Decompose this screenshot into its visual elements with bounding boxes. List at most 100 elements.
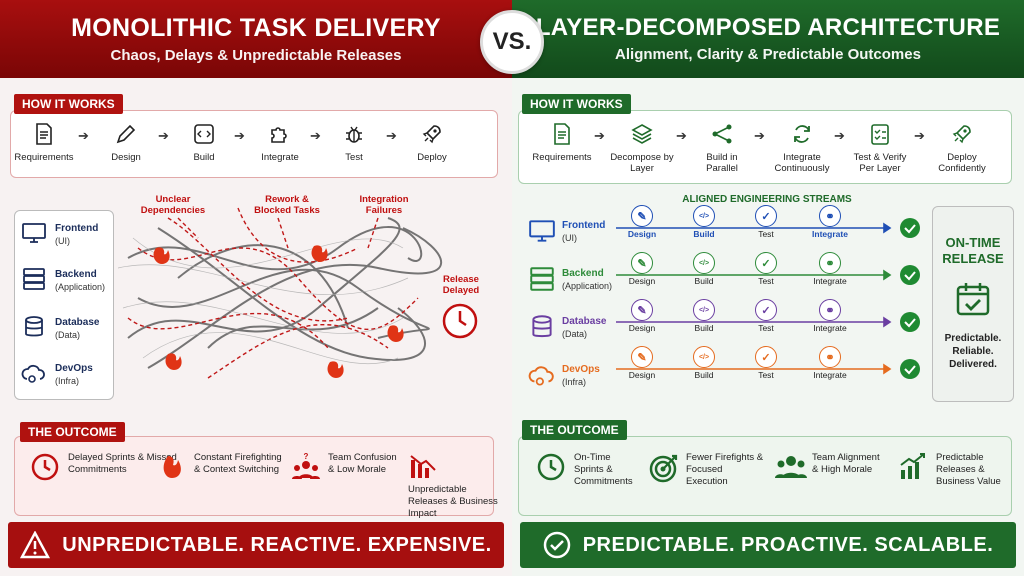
document-icon <box>36 123 52 145</box>
stream-node-design-icon: ✎ <box>631 205 653 227</box>
layer-database: Database(Data) <box>21 311 111 351</box>
right-outcome-box <box>518 436 1012 516</box>
stream-step-label: Build <box>694 370 714 380</box>
fire-icon <box>153 245 404 378</box>
checklist-icon <box>871 124 889 145</box>
issue-unclear-dependencies: Unclear Dependencies <box>140 194 206 216</box>
stream-node-integrate-icon: ⚭ <box>819 252 841 274</box>
arrow-icon: ➔ <box>386 128 397 143</box>
stream-step-label: Design <box>628 276 656 286</box>
svg-text:?: ? <box>304 452 309 461</box>
stream-step-label: Build <box>693 229 715 239</box>
step-test-verify: Test & Verify Per Layer <box>848 122 912 174</box>
stream-step-label: Integrate <box>812 229 848 239</box>
left-subtitle: Chaos, Delays & Unpredictable Releases <box>110 47 402 64</box>
step-test: Test <box>322 122 386 163</box>
stream-step-label: Integrate <box>813 276 847 286</box>
check-circle-icon <box>543 531 570 559</box>
layer-backend: Backend(Application) <box>528 262 618 302</box>
stream-node-build-icon: </> <box>693 205 715 227</box>
stream-step-label: Build <box>694 276 714 286</box>
stream-node-build-icon: </> <box>693 299 715 321</box>
stream-node-test-icon: ✓ <box>755 346 777 368</box>
stream-node-test-icon: ✓ <box>755 252 777 274</box>
stream-node-design-icon: ✎ <box>631 346 653 368</box>
stream-step-label: Design <box>628 323 656 333</box>
stream-step-label: Integrate <box>813 323 847 333</box>
target-icon <box>649 454 678 483</box>
stream-node-test-icon: ✓ <box>755 205 777 227</box>
monitor-icon <box>529 220 555 242</box>
stream-node-build-icon: </> <box>693 252 715 274</box>
arrow-icon: ➔ <box>310 128 321 143</box>
on-time-title: ON-TIME RELEASE <box>942 235 1004 266</box>
clock-icon <box>31 453 59 481</box>
step-deploy: Deploy <box>400 122 464 163</box>
clock-icon <box>537 453 565 481</box>
stream-node-integrate-icon: ⚭ <box>819 299 841 321</box>
stream-node-integrate-icon: ⚭ <box>819 346 841 368</box>
stream-node-integrate-icon: ⚭ <box>819 205 841 227</box>
left-layers-box: Frontend(UI) Backend(Application) Databa… <box>14 210 114 400</box>
step-requirements: Requirements <box>12 122 76 163</box>
right-how-box <box>518 110 1012 184</box>
layer-database: Database(Data) <box>528 310 618 350</box>
step-build: Build <box>172 122 236 163</box>
code-icon <box>194 124 214 144</box>
on-time-sub: Predictable. Reliable. Delivered. <box>944 333 1002 370</box>
cloud-gear-icon <box>528 366 554 386</box>
left-how-label: HOW IT WORKS <box>14 94 123 114</box>
vs-badge: VS. <box>480 10 544 74</box>
branch-icon <box>712 124 732 144</box>
step-deploy: Deploy Confidently <box>930 122 994 174</box>
layer-devops: DevOps(Infra) <box>21 357 111 397</box>
arrow-icon: ➔ <box>754 128 765 143</box>
document-icon <box>554 123 570 145</box>
arrow-icon: ➔ <box>834 128 845 143</box>
streams-title: ALIGNED ENGINEERING STREAMS <box>682 194 852 205</box>
arrow-icon: ➔ <box>158 128 169 143</box>
stream-step-label: Test <box>758 370 774 380</box>
stream-step-label: Integrate <box>813 370 847 380</box>
arrow-icon: ➔ <box>914 128 925 143</box>
right-outcome-label: THE OUTCOME <box>522 420 627 440</box>
layer-frontend: Frontend(UI) <box>528 214 618 254</box>
tangled-dependencies-diagram <box>118 207 478 379</box>
database-icon <box>532 315 552 338</box>
calendar-check-icon <box>956 283 990 316</box>
left-title: MONOLITHIC TASK DELIVERY <box>71 14 441 42</box>
left-outcome-label: THE OUTCOME <box>20 422 125 442</box>
warning-icon <box>20 531 51 559</box>
monitor-icon <box>22 223 46 243</box>
fire-icon <box>163 456 181 478</box>
step-integrate: Integrate <box>248 122 312 163</box>
arrow-icon: ➔ <box>676 128 687 143</box>
server-icon <box>530 267 554 291</box>
right-footer: PREDICTABLE. PROACTIVE. SCALABLE. <box>520 522 1016 568</box>
stream-node-design-icon: ✎ <box>631 299 653 321</box>
layers-icon <box>631 124 653 144</box>
puzzle-icon <box>271 127 287 143</box>
left-footer: UNPREDICTABLE. REACTIVE. EXPENSIVE. <box>8 522 504 568</box>
arrow-icon: ➔ <box>234 128 245 143</box>
refresh-icon <box>794 125 810 143</box>
release-delayed-label: Release Delayed <box>442 274 480 296</box>
right-subtitle: Alignment, Clarity & Predictable Outcome… <box>615 46 921 63</box>
right-how-label: HOW IT WORKS <box>522 94 631 114</box>
monolithic-panel: MONOLITHIC TASK DELIVERY Chaos, Delays &… <box>0 0 512 576</box>
clock-icon <box>442 303 478 339</box>
stream-lines <box>616 218 920 379</box>
arrow-icon: ➔ <box>594 128 605 143</box>
left-how-box <box>10 110 498 178</box>
confused-team-icon: ? <box>292 452 320 479</box>
right-layers-box: Frontend(UI) Backend(Application) Databa… <box>522 206 618 402</box>
step-build-parallel: Build in Parallel <box>690 122 754 174</box>
step-decompose: Decompose by Layer <box>610 122 674 174</box>
chart-down-icon <box>410 455 436 478</box>
layer-backend: Backend(Application) <box>21 263 111 303</box>
issue-rework: Rework & Blocked Tasks <box>254 194 320 216</box>
layer-frontend: Frontend(UI) <box>21 217 111 257</box>
right-title: LAYER-DECOMPOSED ARCHITECTURE <box>535 14 1001 41</box>
pencil-icon <box>116 124 136 144</box>
